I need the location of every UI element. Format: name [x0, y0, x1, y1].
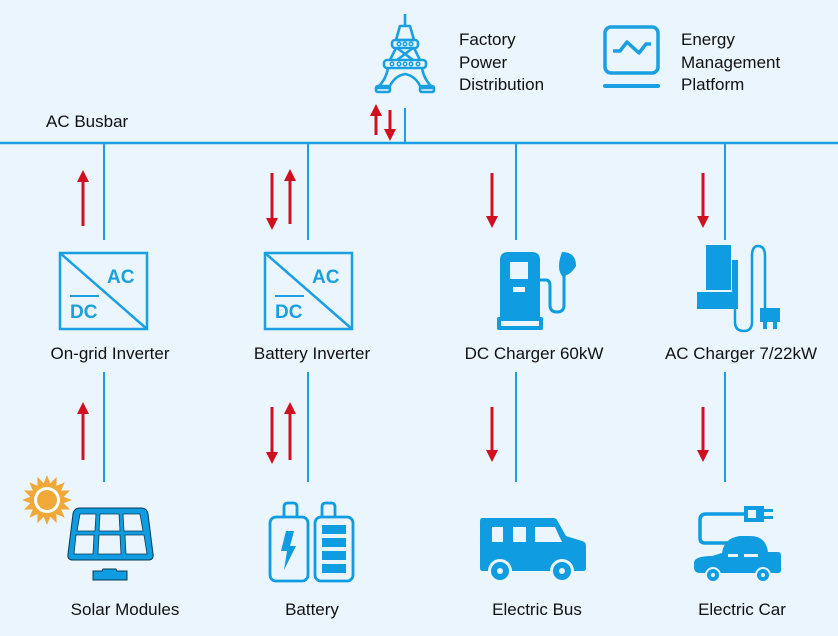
- on-grid-inverter-label: On-grid Inverter: [50, 344, 170, 363]
- transmission-tower-icon: [374, 14, 436, 94]
- sun-icon: [22, 475, 72, 525]
- battery-label: Battery: [285, 600, 339, 619]
- ac-charger-label: AC Charger 7/22kW: [664, 344, 818, 363]
- grid-flow-arrows: [370, 104, 396, 141]
- wallbox-charger-icon: [697, 244, 780, 333]
- battery-inverter-label: Battery Inverter: [253, 344, 371, 363]
- battery-upper-arrows: [266, 169, 296, 230]
- dc-charger-label: DC Charger 60kW: [464, 344, 604, 363]
- solar-panel-icon: [67, 507, 154, 581]
- on-grid-inverter-icon: AC DC: [58, 251, 149, 331]
- bus-icon: [480, 518, 586, 583]
- monitor-chart-icon: [603, 25, 660, 88]
- electric-car-icon: [694, 506, 781, 583]
- svg-text:AC: AC: [107, 267, 135, 288]
- factory-power-distribution-label: Factory Power Distribution: [459, 30, 545, 94]
- energy-management-platform-label: Energy Management Platform: [681, 30, 781, 94]
- battery-icon: [268, 501, 355, 583]
- electric-bus-label: Electric Bus: [492, 600, 582, 619]
- battery-inverter-icon: AC DC: [263, 251, 354, 331]
- solar-modules-label: Solar Modules: [70, 600, 180, 619]
- electric-car-label: Electric Car: [698, 600, 786, 619]
- svg-text:AC: AC: [312, 267, 340, 288]
- svg-text:DC: DC: [70, 302, 98, 323]
- ac-busbar-label: AC Busbar: [46, 112, 129, 131]
- svg-text:DC: DC: [275, 302, 303, 323]
- battery-lower-arrows: [266, 402, 296, 464]
- charging-station-icon: [497, 252, 576, 330]
